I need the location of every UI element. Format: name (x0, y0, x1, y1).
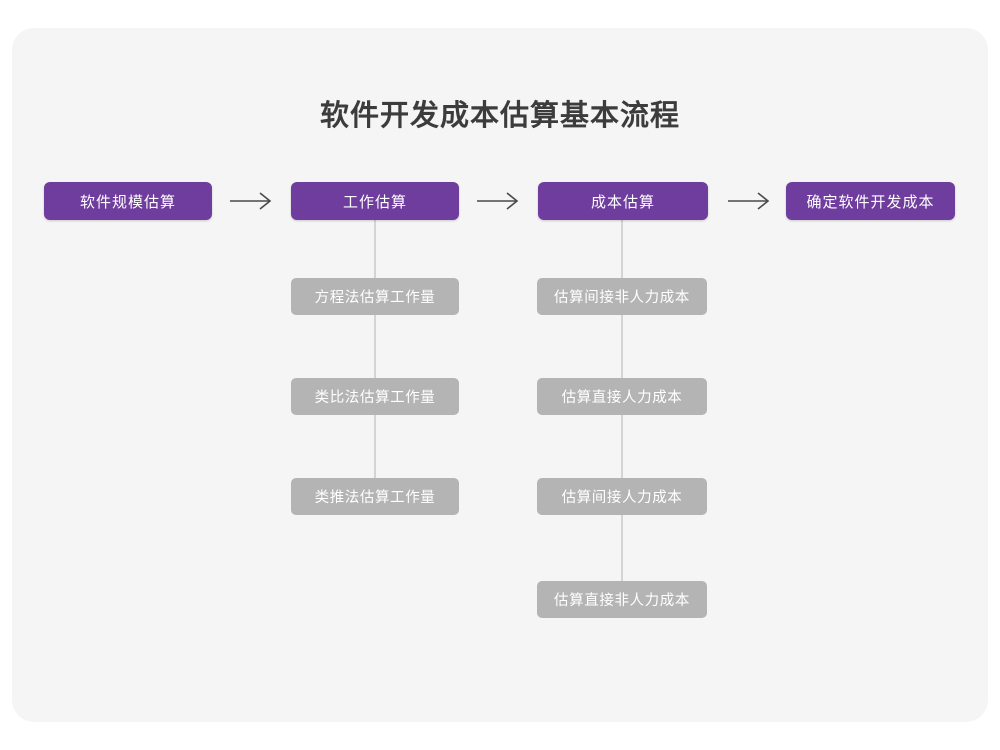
branch-cost-item-2[interactable]: 估算直接人力成本 (537, 378, 707, 415)
branch-cost-item-4-label: 估算直接非人力成本 (554, 593, 690, 609)
branch-cost-item-1[interactable]: 估算间接非人力成本 (537, 278, 707, 315)
arrow-right-icon-1 (229, 191, 275, 211)
flow-node-step1-label: 软件规模估算 (79, 193, 176, 211)
branch-cost-item-2-label: 估算直接人力成本 (561, 390, 683, 406)
branch-work-item-2[interactable]: 类比法估算工作量 (291, 378, 459, 415)
arrow-right-icon-2 (476, 191, 522, 211)
branch-work-item-1[interactable]: 方程法估算工作量 (291, 278, 459, 315)
flow-node-step3[interactable]: 成本估算 (538, 182, 708, 220)
branch-work-item-3[interactable]: 类推法估算工作量 (291, 478, 459, 515)
page-title: 软件开发成本估算基本流程 (319, 100, 680, 132)
branch-work-item-2-label: 类比法估算工作量 (314, 390, 436, 406)
branch-cost-item-3-label: 估算间接人力成本 (561, 490, 683, 506)
branch-cost-item-3[interactable]: 估算间接人力成本 (537, 478, 707, 515)
diagram-card (12, 28, 988, 722)
flow-node-step2-label: 工作估算 (342, 193, 407, 211)
flow-node-step1[interactable]: 软件规模估算 (44, 182, 212, 220)
flow-node-step3-label: 成本估算 (590, 193, 655, 211)
flow-node-step4-label: 确定软件开发成本 (806, 193, 935, 211)
branch-cost-item-1-label: 估算间接非人力成本 (554, 290, 690, 306)
arrow-right-icon-3 (727, 191, 773, 211)
branch-work-item-1-label: 方程法估算工作量 (314, 290, 436, 306)
flow-node-step4[interactable]: 确定软件开发成本 (786, 182, 955, 220)
branch-work-item-3-label: 类推法估算工作量 (314, 490, 436, 506)
flow-node-step2[interactable]: 工作估算 (291, 182, 459, 220)
branch-cost-item-4[interactable]: 估算直接非人力成本 (537, 581, 707, 618)
